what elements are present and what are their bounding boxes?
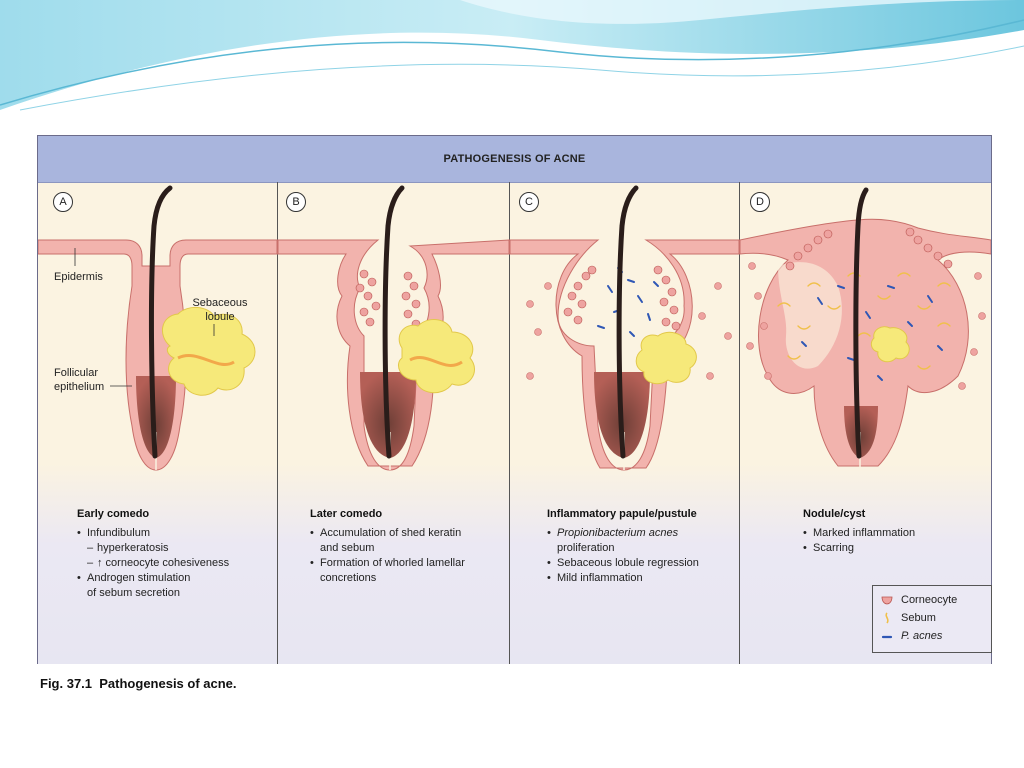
- legend-item-pacnes: P. acnes: [881, 630, 942, 642]
- panel-divider: [277, 182, 278, 664]
- panel-d-bullets: Marked inflammation Scarring: [803, 526, 915, 556]
- panel-c-bullets: Propionibacterium acnes proliferation Se…: [547, 526, 699, 586]
- panel-letter-b: B: [286, 192, 306, 212]
- panel-b-bullets: Accumulation of shed keratin and sebum F…: [310, 526, 465, 586]
- acne-figure: PATHOGENESIS OF ACNE: [37, 135, 992, 664]
- panel-title-later-comedo: Later comedo: [310, 508, 383, 520]
- label-sebaceous-lobule: Sebaceous lobule: [192, 297, 248, 323]
- acne-illustration: [38, 185, 991, 471]
- panel-b-drawing: [277, 185, 510, 471]
- panel-letter-a: A: [53, 192, 73, 212]
- figure-title-bar: PATHOGENESIS OF ACNE: [38, 136, 991, 183]
- panel-a-drawing: [38, 185, 278, 471]
- panel-c-drawing: [509, 185, 740, 471]
- panel-letter-d: D: [750, 192, 770, 212]
- p-acnes-icon: [881, 635, 893, 639]
- sebum-icon: [885, 612, 889, 624]
- label-epidermis: Epidermis: [54, 271, 103, 283]
- legend-item-sebum: Sebum: [881, 612, 936, 624]
- panel-letter-c: C: [519, 192, 539, 212]
- corneocyte-icon: [881, 596, 893, 605]
- figure-title: PATHOGENESIS OF ACNE: [443, 153, 586, 165]
- panel-d-drawing: [739, 187, 991, 470]
- panel-a-bullets: Infundibulum hyperkeratosis ↑ corneocyte…: [77, 526, 229, 601]
- figure-caption: Fig. 37.1 Pathogenesis of acne.: [40, 676, 237, 691]
- panel-title-early-comedo: Early comedo: [77, 508, 150, 520]
- panel-title-nodule-cyst: Nodule/cyst: [803, 508, 866, 520]
- label-follicular-epithelium: Follicular epithelium: [54, 367, 105, 393]
- panel-title-inflammatory-papule: Inflammatory papule/pustule: [547, 508, 697, 520]
- panel-divider: [509, 182, 510, 664]
- decorative-banner: [0, 0, 1024, 114]
- legend: Corneocyte Sebum P. acnes: [872, 585, 992, 653]
- legend-item-corneocyte: Corneocyte: [881, 594, 957, 606]
- panel-divider: [739, 182, 740, 664]
